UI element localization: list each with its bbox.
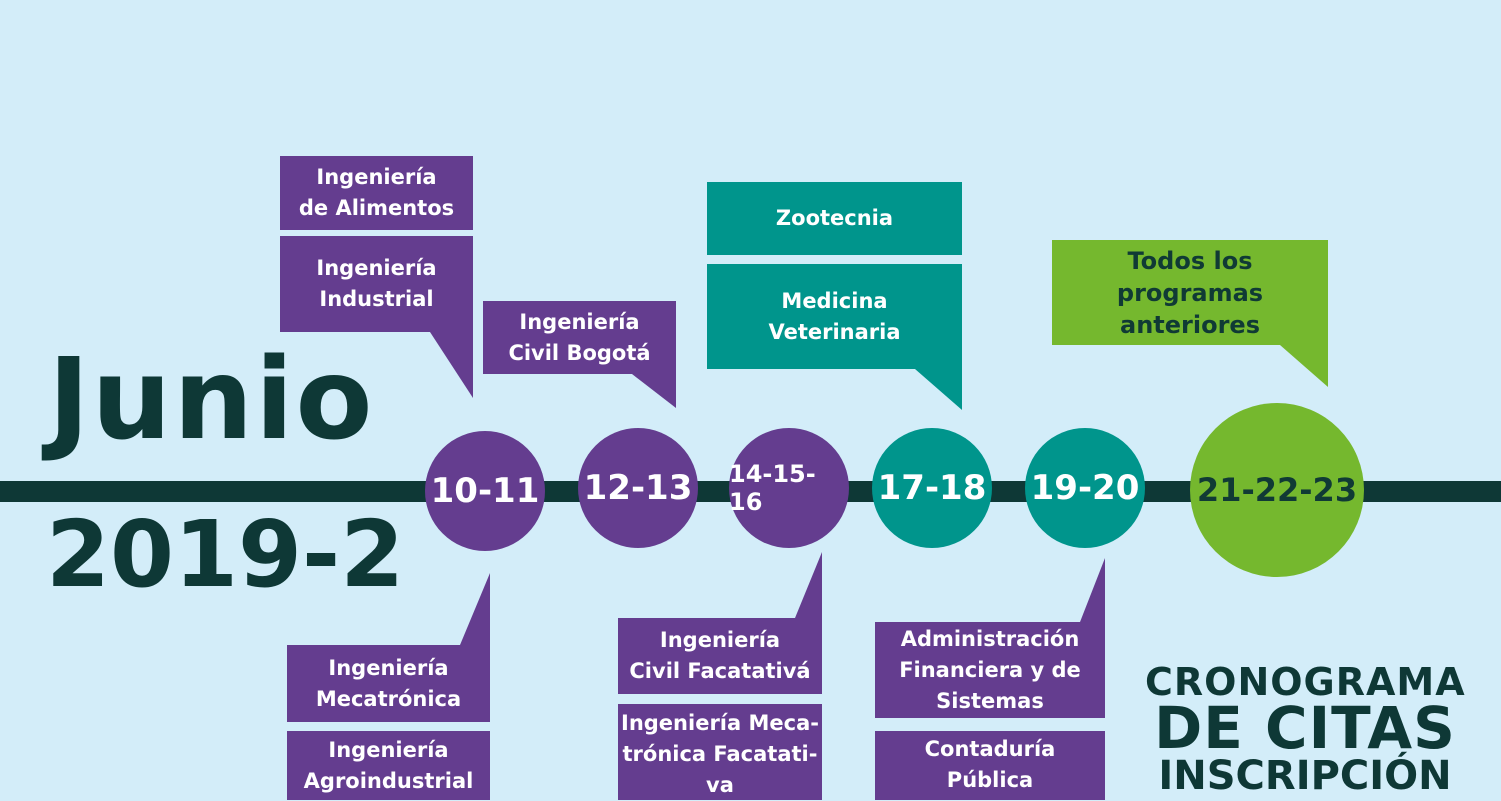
- tail-civil-bogota: [632, 374, 676, 408]
- program-line: Financiera y de: [899, 657, 1081, 682]
- date-label: 12-13: [583, 468, 693, 508]
- tail-todos: [1280, 345, 1328, 387]
- program-ingenieria-mecatronica-facatativa: Ingeniería Meca-trónica Facatati-va: [618, 704, 822, 800]
- date-circle-17-18: 17-18: [872, 428, 992, 548]
- program-line: Veterinaria: [768, 319, 901, 344]
- date-label: 21-22-23: [1196, 471, 1358, 509]
- tail-medicina: [915, 369, 962, 410]
- program-line: va: [706, 773, 734, 797]
- program-line: Ingeniería: [328, 738, 449, 762]
- tail-industrial: [430, 332, 473, 398]
- program-line: Zootecnia: [775, 206, 894, 230]
- program-zootecnia: Zootecnia: [707, 182, 962, 255]
- program-line: Agroindustrial: [303, 769, 474, 793]
- date-label: 10-11: [430, 471, 540, 511]
- program-line: Ingeniería Meca-: [621, 711, 819, 735]
- program-line: de Alimentos: [298, 196, 455, 220]
- program-line: programas: [1116, 278, 1264, 307]
- date-circle-14-15-16: 14-15-16: [729, 428, 849, 548]
- program-line: Ingeniería: [659, 628, 781, 652]
- program-todos-anteriores: Todos los programas anteriores: [1052, 240, 1328, 345]
- date-circle-21-22-23: 21-22-23: [1190, 403, 1364, 577]
- date-label: 19-20: [1030, 468, 1140, 508]
- program-ingenieria-alimentos: Ingeniería de Alimentos: [280, 156, 473, 230]
- date-label: 17-18: [877, 468, 987, 508]
- tail-mecatronica: [460, 573, 490, 645]
- program-line: Medicina: [781, 288, 888, 313]
- program-line: Todos los: [1127, 246, 1253, 275]
- program-line: Civil Facatativá: [629, 659, 811, 683]
- program-line: Mecatrónica: [315, 686, 462, 711]
- date-circle-10-11: 10-11: [425, 431, 545, 551]
- title-month: Junio: [48, 335, 375, 465]
- tail-civil-facatativa: [795, 552, 822, 618]
- tail-administracion: [1080, 558, 1105, 622]
- program-line: Ingeniería: [519, 309, 640, 334]
- program-line: Ingeniería: [316, 165, 437, 189]
- program-line: Ingeniería: [316, 256, 437, 280]
- program-line: Contaduría: [924, 737, 1056, 761]
- inscripcion-line: INSCRIPCIÓN: [1158, 753, 1452, 799]
- program-line: Pública: [946, 768, 1034, 792]
- cronograma-line: CRONOGRAMA: [1145, 660, 1466, 704]
- program-line: trónica Facatati-: [622, 742, 818, 766]
- program-line: Ingeniería: [328, 655, 449, 680]
- program-line: Sistemas: [936, 688, 1044, 713]
- date-circle-19-20: 19-20: [1025, 428, 1145, 548]
- date-label: 14-15-16: [729, 460, 816, 516]
- program-line: anteriores: [1120, 310, 1260, 339]
- program-line: Administración: [900, 626, 1080, 651]
- title-year: 2019-2: [46, 501, 405, 608]
- program-line: Industrial: [319, 287, 434, 311]
- de-citas-line: DE CITAS: [1154, 694, 1456, 762]
- program-line: Civil Bogotá: [508, 340, 651, 365]
- date-circle-12-13: 12-13: [578, 428, 698, 548]
